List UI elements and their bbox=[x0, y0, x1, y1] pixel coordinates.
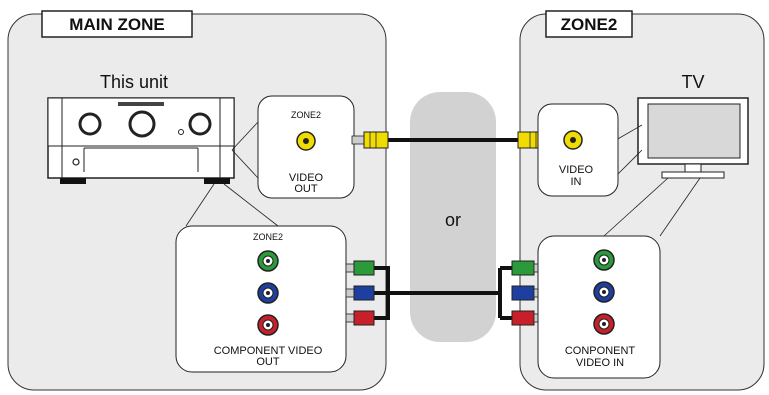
zone2-title-tab: ZONE2 bbox=[545, 10, 633, 38]
tv-icon bbox=[637, 97, 749, 179]
video-in-label-1: VIDEO bbox=[559, 164, 594, 176]
or-label: or bbox=[445, 210, 461, 230]
video-in-label-2: IN bbox=[571, 176, 582, 188]
volume-knob-left bbox=[78, 112, 102, 136]
video-out-label-1: VIDEO bbox=[289, 172, 324, 184]
component-in-panel: CONPONENT VIDEO IN bbox=[537, 235, 661, 379]
component-out-zone-label: ZONE2 bbox=[253, 232, 283, 242]
video-in-panel: VIDEO IN bbox=[537, 103, 619, 197]
video-out-label-2: OUT bbox=[294, 183, 318, 195]
main-zone-title: MAIN ZONE bbox=[69, 15, 164, 34]
video-out-zone-label: ZONE2 bbox=[291, 110, 321, 120]
component-in-label-2: VIDEO IN bbox=[576, 357, 624, 369]
main-zone-title-tab: MAIN ZONE bbox=[41, 10, 193, 38]
component-out-panel: ZONE2 COMPONENT VIDEO OUT bbox=[175, 225, 347, 373]
tv-label: TV bbox=[681, 72, 704, 92]
component-in-label-1: CONPONENT bbox=[565, 345, 636, 357]
volume-knob-center bbox=[128, 110, 156, 138]
or-band bbox=[410, 92, 496, 342]
video-out-panel: ZONE2 VIDEO OUT bbox=[257, 95, 355, 199]
volume-knob-right bbox=[188, 112, 212, 136]
receiver-unit bbox=[47, 97, 235, 184]
component-out-label-2: OUT bbox=[256, 356, 280, 368]
unit-label: This unit bbox=[100, 72, 168, 92]
component-out-label-1: COMPONENT VIDEO bbox=[214, 345, 323, 357]
zone2-title: ZONE2 bbox=[561, 15, 618, 34]
power-button-icon bbox=[72, 158, 80, 166]
